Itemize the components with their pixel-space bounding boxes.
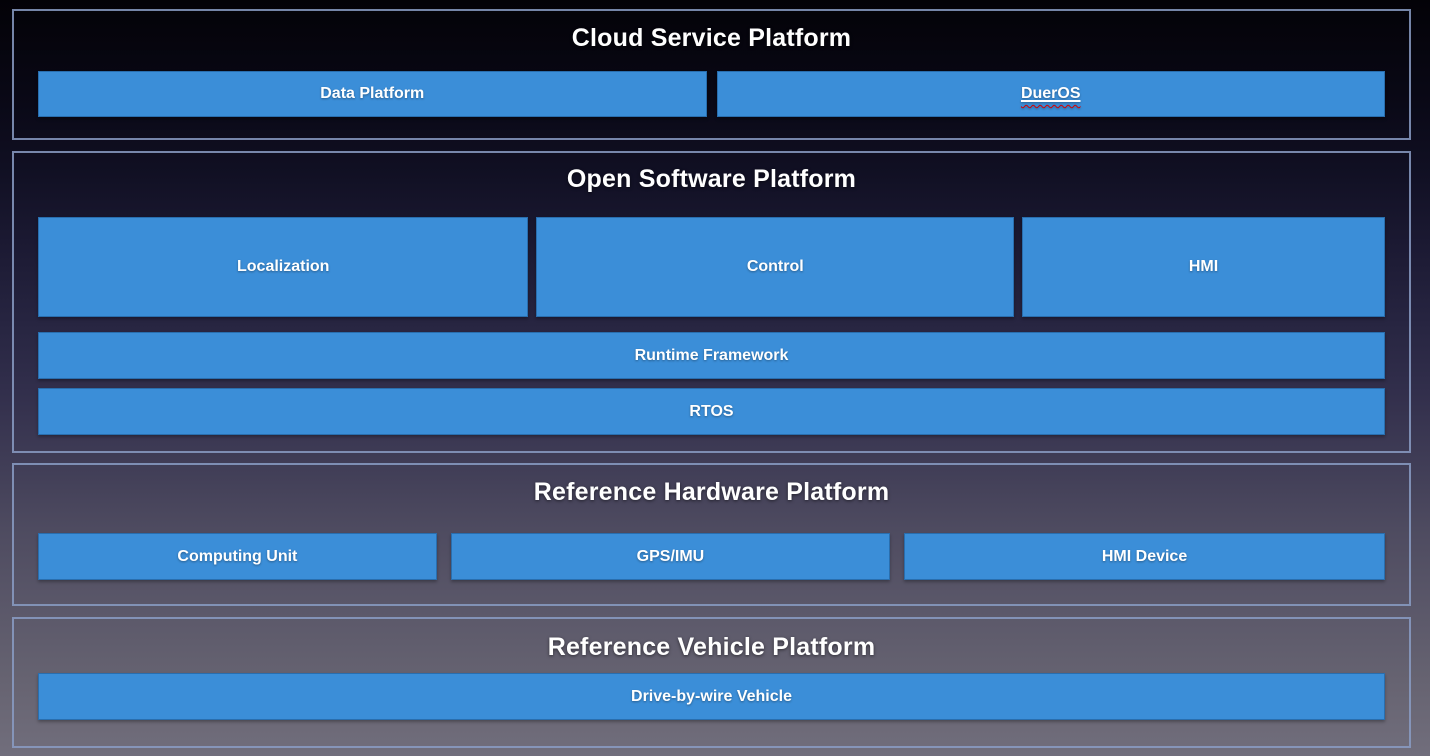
dueros-box: DuerOS [716,71,1385,117]
open-software-platform-section: Open Software Platform Localization Cont… [12,151,1411,453]
localization-label: Localization [237,258,330,275]
rtos-row: RTOS [38,388,1385,435]
runtime-framework-box: Runtime Framework [38,332,1385,379]
reference-hardware-platform-title: Reference Hardware Platform [533,478,890,506]
dueros-underline: DuerOS [1021,85,1081,103]
drive-by-wire-vehicle-label: Drive-by-wire Vehicle [631,687,792,705]
runtime-framework-label: Runtime Framework [634,346,789,364]
cloud-row: Data Platform DuerOS [38,71,1385,117]
hmi-device-box: HMI Device [904,533,1385,580]
control-label: Control [746,258,804,275]
data-platform-label: Data Platform [320,85,425,102]
software-modules-row: Localization Control HMI [38,217,1385,317]
drive-by-wire-vehicle-box: Drive-by-wire Vehicle [38,673,1385,720]
hmi-box: HMI [1022,217,1385,317]
hardware-row: Computing Unit GPS/IMU HMI Device [38,533,1385,580]
cloud-service-platform-title: Cloud Service Platform [571,24,852,52]
control-box: Control [536,217,1015,317]
computing-unit-label: Computing Unit [177,547,298,565]
cloud-service-platform-section: Cloud Service Platform Data Platform Due… [12,9,1411,140]
vehicle-row: Drive-by-wire Vehicle [38,673,1385,720]
dueros-label: DuerOS [1020,85,1081,102]
gps-imu-box: GPS/IMU [450,533,891,580]
reference-vehicle-platform-section: Reference Vehicle Platform Drive-by-wire… [12,617,1411,748]
data-platform-box: Data Platform [38,71,707,117]
reference-hardware-platform-section: Reference Hardware Platform Computing Un… [12,463,1411,606]
localization-box: Localization [38,217,529,317]
hmi-device-label: HMI Device [1101,547,1188,565]
rtos-label: RTOS [689,402,734,420]
rtos-box: RTOS [38,388,1385,435]
open-software-platform-title: Open Software Platform [566,165,857,193]
hmi-label: HMI [1188,258,1219,275]
computing-unit-box: Computing Unit [38,533,437,580]
gps-imu-label: GPS/IMU [636,547,705,565]
reference-vehicle-platform-title: Reference Vehicle Platform [547,633,876,661]
runtime-framework-row: Runtime Framework [38,332,1385,379]
